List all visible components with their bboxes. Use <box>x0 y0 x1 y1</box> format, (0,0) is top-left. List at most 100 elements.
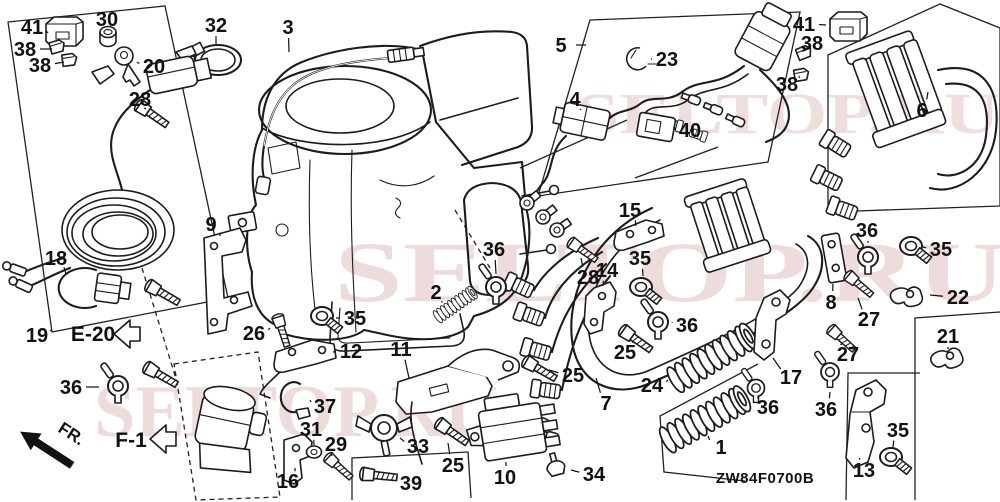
ref-f1-label: F-1 <box>115 429 147 452</box>
part-35-grommet <box>879 447 913 476</box>
part-11-coil-bracket <box>395 348 521 465</box>
part-label-25: 25 <box>442 455 464 477</box>
air-cleaner-cover <box>418 30 534 167</box>
part-8-plate <box>820 232 848 284</box>
part-label-31: 31 <box>300 419 322 441</box>
leader-line-11 <box>404 359 410 379</box>
part-label-17: 17 <box>780 367 802 389</box>
box-part-21 <box>914 311 1000 500</box>
part-label-4: 4 <box>569 89 581 111</box>
leader-line-33 <box>399 437 405 442</box>
part-1-tube <box>655 382 755 456</box>
part-label-36: 36 <box>757 397 779 419</box>
spark-plug-wires <box>501 236 612 443</box>
box-part-5 <box>537 11 801 197</box>
recoil-starter-cover <box>257 64 433 156</box>
part-label-16: 16 <box>277 471 299 493</box>
part-31-washer <box>305 445 323 459</box>
leader-line-13 <box>858 457 861 460</box>
part-21-clip <box>928 346 965 372</box>
leader-line-34 <box>570 469 580 473</box>
part-label-8: 8 <box>825 292 836 314</box>
part-label-36: 36 <box>676 315 698 337</box>
ref-f1-arrow-icon <box>149 424 177 454</box>
leader-line-4 <box>579 108 582 111</box>
leader-line-18 <box>63 267 67 275</box>
part-label-32: 32 <box>205 15 227 37</box>
part-label-40: 40 <box>679 120 701 142</box>
part-16-bracket <box>283 433 313 485</box>
part-15-bracket <box>613 219 665 252</box>
part-label-38: 38 <box>14 39 36 61</box>
carburetor <box>462 181 530 297</box>
part-label-1: 1 <box>715 437 726 459</box>
part-label-3: 3 <box>282 17 293 39</box>
leader-line-38 <box>54 61 65 65</box>
part-label-21: 21 <box>937 326 959 348</box>
part-12-bracket <box>259 339 337 399</box>
ignition-switch-assembly <box>91 55 213 192</box>
part-label-26: 26 <box>243 323 265 345</box>
part-22-clip <box>889 286 924 308</box>
part-label-35: 35 <box>629 248 651 270</box>
part-label-10: 10 <box>494 467 516 489</box>
part-label-30: 30 <box>96 9 118 31</box>
part-38-clip <box>59 51 78 69</box>
part-14-bracket <box>583 281 617 335</box>
leader-line-27 <box>840 343 843 346</box>
leader-line-17 <box>772 357 782 370</box>
leader-line-36 <box>828 391 831 399</box>
part-label-29: 29 <box>325 434 347 456</box>
part-label-41: 41 <box>793 14 815 36</box>
starter-motor <box>194 385 268 474</box>
part-label-34: 34 <box>583 464 606 486</box>
leader-line-1 <box>707 435 711 441</box>
part-label-35: 35 <box>344 308 366 330</box>
part-36-grommet <box>812 349 840 389</box>
bolt-e20 <box>142 277 183 310</box>
ref-front: FR. <box>20 418 88 469</box>
part-label-9: 9 <box>205 214 216 236</box>
leader-line-20 <box>136 61 140 64</box>
ref-e20-label: E-20 <box>71 323 115 346</box>
part-label-12: 12 <box>340 341 362 363</box>
svg-text:SELTOP.RU: SELTOP.RU <box>334 224 1000 320</box>
part-label-18: 18 <box>45 248 67 270</box>
part-33-grommet <box>355 414 413 457</box>
part-label-33: 33 <box>407 436 429 458</box>
part-label-13: 13 <box>853 460 875 482</box>
leader-line-36 <box>494 259 497 275</box>
part-3-throttle-cable <box>254 46 426 196</box>
part-26-bolt <box>270 311 294 349</box>
part-label-7: 7 <box>600 393 611 415</box>
part-label-25: 25 <box>562 365 584 387</box>
part-label-38: 38 <box>776 74 798 96</box>
part-6-ignition-coil <box>809 30 998 224</box>
part-label-36: 36 <box>60 377 82 399</box>
box-part-39 <box>351 451 472 500</box>
part-label-27: 27 <box>837 344 859 366</box>
part-label-11: 11 <box>390 339 411 361</box>
part-label-36: 36 <box>483 239 505 261</box>
part-label-36: 36 <box>856 220 878 242</box>
front-label: FR. <box>55 418 88 449</box>
leader-line-19 <box>49 329 52 332</box>
part-38-clip <box>48 39 65 55</box>
part-label-20: 20 <box>143 56 165 78</box>
leader-line-22 <box>929 294 944 297</box>
leader-line-25 <box>447 442 451 455</box>
diagram-code: ZW84F0700B <box>716 470 814 487</box>
part-label-41: 41 <box>21 17 43 39</box>
part-label-15: 15 <box>619 200 641 222</box>
ref-f1: F-1 <box>115 424 177 454</box>
ref-e20: E-20 <box>71 319 141 349</box>
part-label-28: 28 <box>129 89 151 111</box>
part-label-37: 37 <box>314 396 336 418</box>
part-37-clamp <box>279 381 311 420</box>
part-5-wire-harness <box>516 2 792 241</box>
part-label-6: 6 <box>916 100 927 122</box>
part-label-5: 5 <box>555 35 566 57</box>
